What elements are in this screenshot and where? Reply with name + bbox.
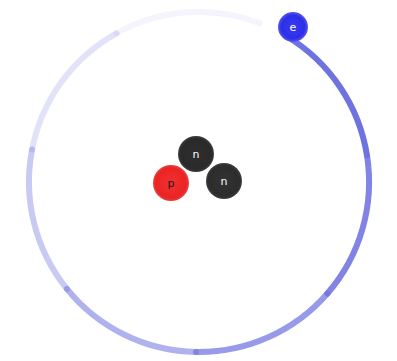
orbit-arc	[32, 33, 116, 149]
orbit-arc	[196, 294, 327, 353]
particle-letter: e	[290, 22, 297, 33]
proton-circle: p	[153, 165, 189, 201]
particle-letter: n	[221, 176, 228, 187]
neutron-circle: n	[206, 163, 242, 199]
electron-circle: e	[278, 12, 308, 42]
particle-letter: p	[168, 178, 175, 189]
orbit-arc	[67, 289, 196, 352]
orbit-arc	[117, 12, 260, 33]
orbit-arc	[29, 150, 67, 289]
neutron-circle: n	[178, 136, 214, 172]
particle-letter: n	[193, 149, 200, 160]
orbit-arc	[287, 36, 367, 155]
orbit-arc	[327, 156, 369, 294]
